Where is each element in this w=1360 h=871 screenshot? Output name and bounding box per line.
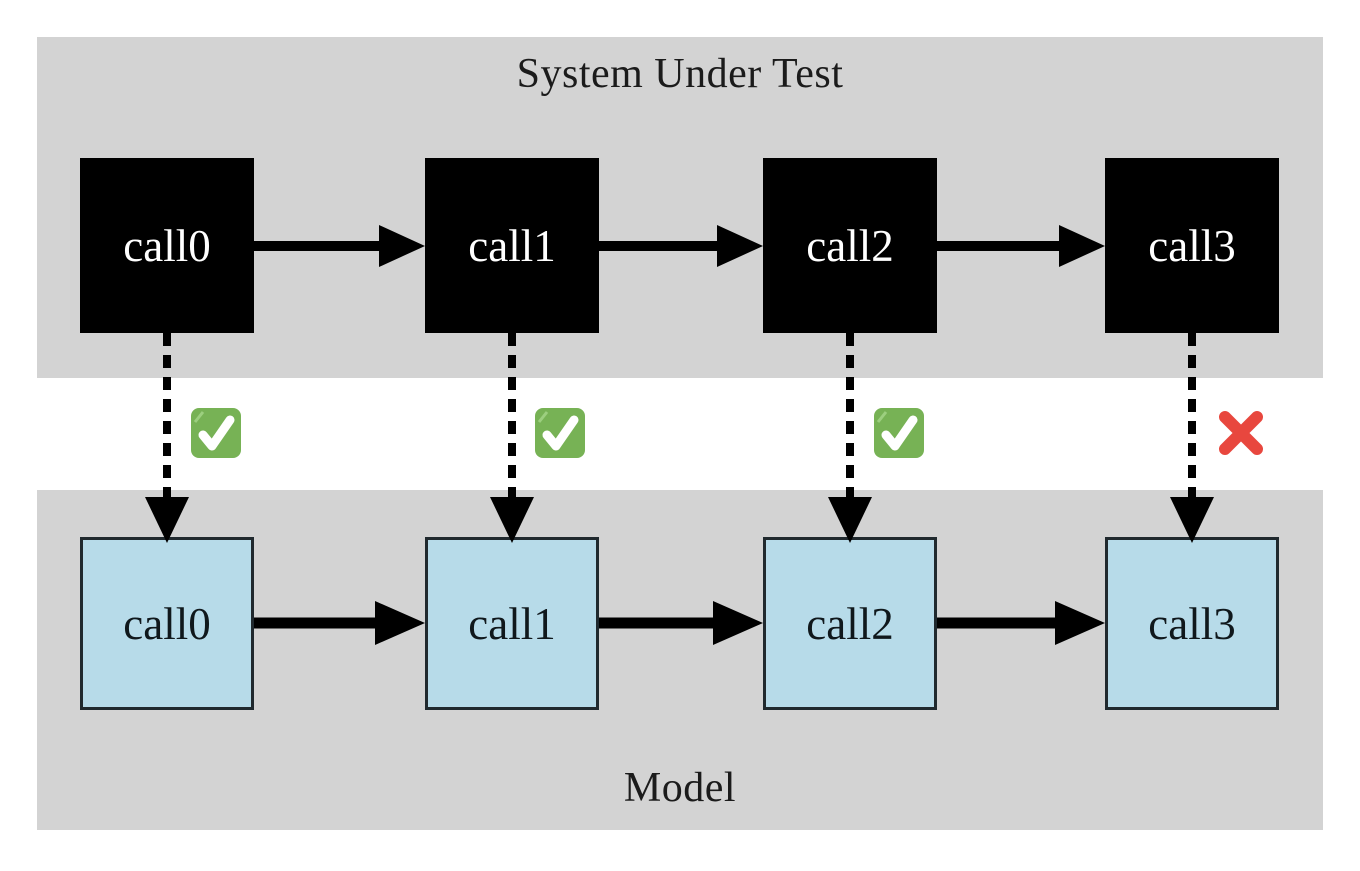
model-title: Model xyxy=(623,765,737,811)
check-icon xyxy=(191,408,241,458)
sut-node-call1: call1 xyxy=(425,158,599,333)
verdict-indicator-call2 xyxy=(872,406,926,460)
model-node-call3: call3 xyxy=(1105,537,1279,710)
model-node-label: call3 xyxy=(1148,598,1236,649)
verdict-indicator-call0 xyxy=(189,406,243,460)
model-node-call2: call2 xyxy=(763,537,937,710)
sut-node-call0: call0 xyxy=(80,158,254,333)
sut-node-call3: call3 xyxy=(1105,158,1279,333)
verdict-indicator-call3 xyxy=(1214,406,1268,460)
model-node-label: call1 xyxy=(468,598,556,649)
sut-node-label: call3 xyxy=(1148,220,1236,271)
sut-node-call2: call2 xyxy=(763,158,937,333)
model-node-label: call2 xyxy=(806,598,894,649)
system-under-test-title: System Under Test xyxy=(516,51,844,97)
sut-node-label: call1 xyxy=(468,220,556,271)
cross-icon xyxy=(1219,411,1263,455)
model-node-call1: call1 xyxy=(425,537,599,710)
check-icon xyxy=(874,408,924,458)
model-node-label: call0 xyxy=(123,598,211,649)
model-node-call0: call0 xyxy=(80,537,254,710)
verdict-indicator-call1 xyxy=(533,406,587,460)
sut-node-label: call0 xyxy=(123,220,211,271)
sut-node-label: call2 xyxy=(806,220,894,271)
check-icon xyxy=(535,408,585,458)
